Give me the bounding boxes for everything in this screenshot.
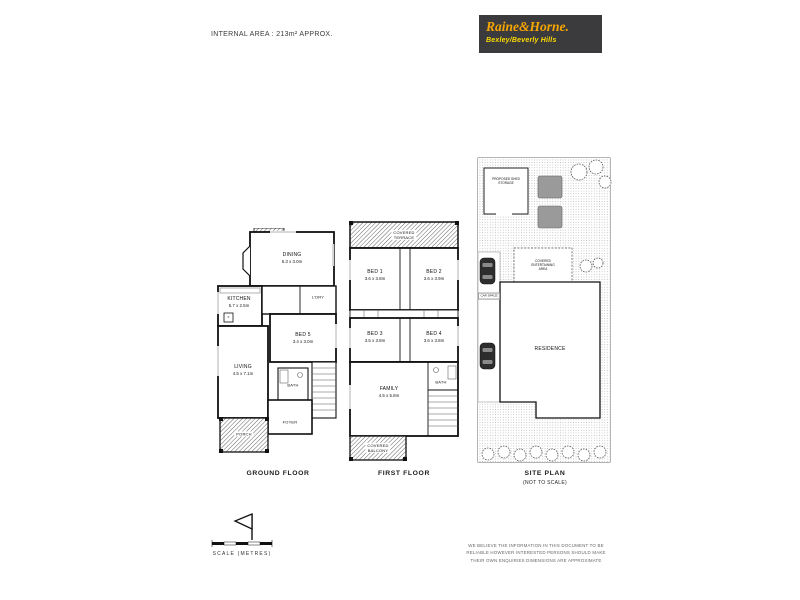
room-label-family: FAMILY 4.5 x 5.8m [378, 385, 400, 398]
first-floor-drawing [348, 221, 460, 461]
shed-label: PROPOSED SHED STORAGE [490, 176, 522, 186]
room-label-terrace: COVERED TERRACE [391, 229, 417, 241]
tree-icons [481, 159, 612, 462]
room-label-bath-ground: BATH [287, 382, 299, 388]
bathtub [279, 369, 289, 384]
office-name: Bexley/Beverly Hills [486, 36, 557, 44]
room-label-bed3: BED 3 3.5 x 3.8m [364, 330, 386, 343]
scale-bar [211, 540, 273, 547]
first-floor-plan: COVERED TERRACE BED 1 3.6 x 3.8m BED 2 3… [344, 220, 466, 464]
room-label-dining: DINING 5.3 x 3.0m [281, 251, 303, 264]
water-tanks [537, 175, 563, 229]
bay-window [242, 245, 251, 277]
bathtub [447, 365, 457, 380]
living-outline [217, 325, 269, 419]
residence-outline [499, 281, 601, 419]
stair-treads [312, 367, 336, 411]
kitchen-bench [219, 287, 261, 294]
disclaimer: WE BELIEVE THE INFORMATION IN THIS DOCUM… [458, 542, 614, 564]
car-icon-1 [479, 257, 496, 285]
fridge-label: F [227, 314, 230, 319]
room-label-balcony: COVERED BALCONY [365, 442, 391, 454]
room-label-kitchen: KITCHEN 5.7 x 2.5m [227, 295, 251, 308]
balcony-columns [349, 457, 407, 461]
bed1-bed2-outline [349, 247, 459, 311]
robe-band [349, 309, 459, 319]
room-label-porch: PORCH [234, 431, 254, 437]
disclaimer-line: RELIABLE HOWEVER INTERESTED PERSONS SHOU… [466, 550, 606, 556]
robe-dividers [363, 310, 439, 318]
terrace-columns [349, 221, 459, 225]
ground-floor-plan: DINING 5.3 x 3.0m KITCHEN 5.7 x 2.5m F L… [212, 228, 344, 464]
entertaining-area-label: COVERED ENTERTAINING AREA [531, 258, 555, 272]
car-space-label: CAR SPACE [477, 292, 501, 300]
room-label-bed4: BED 4 3.6 x 3.8m [423, 330, 445, 343]
bed5-outline [269, 313, 337, 363]
shed-opening [496, 212, 512, 216]
brand-name: Raine&Horne. [486, 19, 569, 34]
room-label-bed1: BED 1 3.6 x 3.8m [364, 268, 386, 281]
internal-area-label: INTERNAL AREA : 213m² APPROX. [211, 31, 333, 38]
room-label-bath-first: BATH [435, 379, 447, 385]
ground-floor-drawing [216, 228, 338, 453]
site-plan-caption: SITE PLAN [524, 470, 566, 477]
scale-label: SCALE (METRES) [212, 551, 272, 557]
room-label-laundry: L'DRY [311, 294, 325, 300]
ground-floor-caption: GROUND FLOOR [246, 470, 310, 477]
basin [433, 367, 439, 373]
basin [297, 372, 303, 378]
stair-treads [428, 395, 458, 427]
disclaimer-line: THEIR OWN ENQUIRIES DIMENSIONS ARE APPRO… [470, 557, 602, 563]
north-arrow-icon [233, 513, 253, 540]
car-icon-2 [479, 342, 496, 370]
windows [216, 230, 338, 376]
foyer-outline [267, 399, 313, 435]
site-plan-subcaption: (NOT TO SCALE) [523, 480, 567, 486]
residence-label: RESIDENCE [534, 345, 566, 352]
family-outline [349, 361, 459, 437]
windows [348, 260, 460, 409]
room-label-bed2: BED 2 3.6 x 3.9m [423, 268, 445, 281]
hall-laundry-outline [261, 285, 337, 315]
room-label-bed5: BED 5 3.4 x 3.0m [292, 331, 314, 344]
brand-logo: Raine&Horne. Bexley/Beverly Hills [479, 15, 602, 53]
room-label-living: LIVING 4.5 x 7.1m [232, 363, 254, 376]
first-floor-caption: FIRST FLOOR [378, 470, 430, 477]
site-plan: PROPOSED SHED STORAGE COVERED ENTERTAINI… [476, 156, 614, 466]
stairs-outline [311, 361, 337, 419]
disclaimer-line: WE BELIEVE THE INFORMATION IN THIS DOCUM… [468, 543, 604, 548]
entertaining-area-outline [513, 247, 573, 283]
site-plan-drawing [477, 157, 612, 463]
fridge-box [223, 312, 234, 323]
room-label-foyer: FOYER [282, 419, 298, 425]
shed-outline [483, 167, 529, 215]
porch-columns [219, 417, 269, 453]
